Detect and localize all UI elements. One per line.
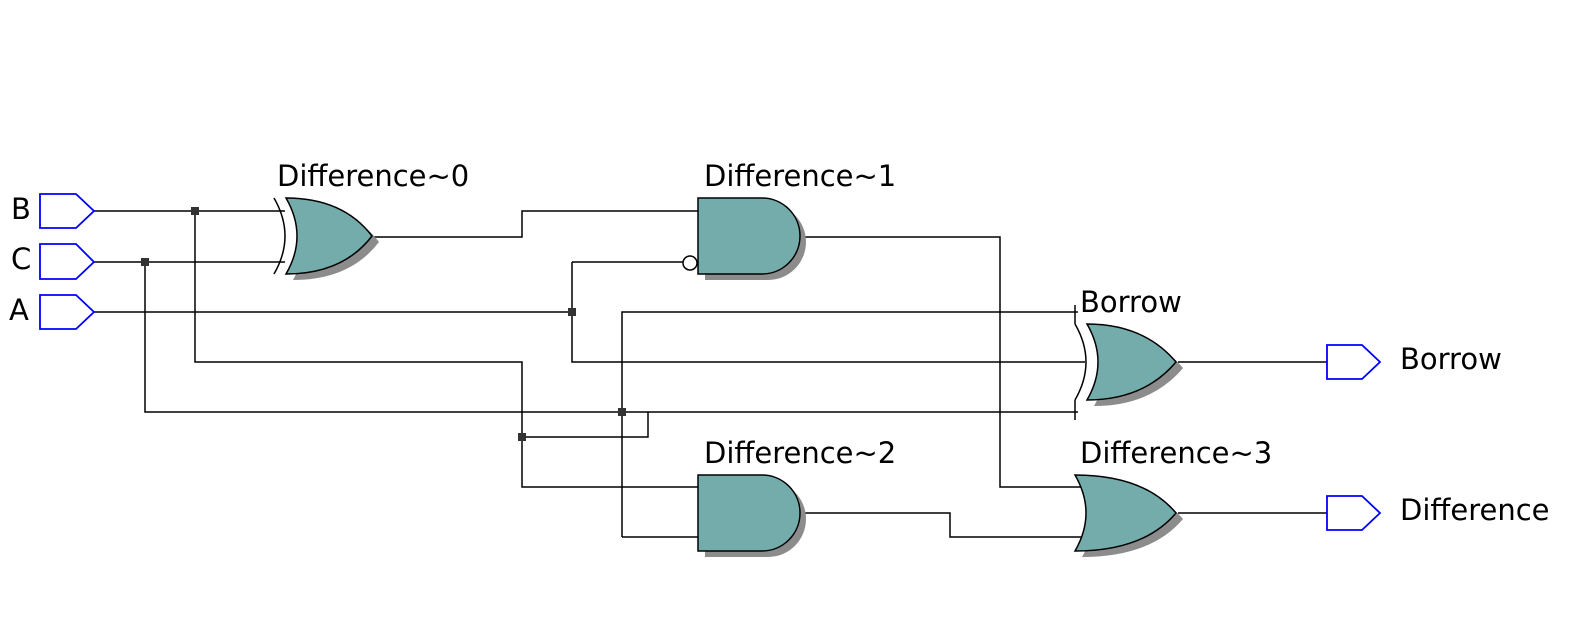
gate-difference-1: Difference~1 bbox=[682, 159, 896, 280]
input-port-icon bbox=[39, 294, 96, 330]
wire-diff0-out bbox=[373, 210, 700, 238]
inverted-input-bubble bbox=[682, 255, 698, 271]
junction-dot bbox=[618, 408, 626, 416]
wire-c-branch bbox=[144, 262, 1078, 413]
gate-label: Difference~3 bbox=[1080, 436, 1272, 470]
input-port-b: B bbox=[11, 192, 96, 229]
input-port-icon bbox=[39, 193, 96, 229]
and-gate-body bbox=[697, 474, 801, 552]
output-port-borrow: Borrow bbox=[1326, 342, 1502, 380]
input-port-c: C bbox=[11, 242, 96, 280]
xor-gate-back-curve bbox=[1074, 323, 1087, 401]
junction-dot bbox=[518, 433, 526, 441]
junction-dot bbox=[141, 258, 149, 266]
input-port-a: A bbox=[9, 293, 96, 330]
junction-dot bbox=[568, 308, 576, 316]
output-port-difference: Difference bbox=[1326, 493, 1550, 531]
wires bbox=[94, 210, 1327, 538]
input-port-icon bbox=[39, 243, 96, 280]
or-gate-body bbox=[1073, 474, 1177, 552]
gate-label: Difference~1 bbox=[704, 159, 896, 193]
output-port-icon bbox=[1326, 495, 1382, 531]
junctions bbox=[141, 207, 626, 441]
wire-diff1-out bbox=[800, 236, 1082, 488]
and-gate-body bbox=[697, 197, 801, 275]
wire-a-inv bbox=[571, 262, 1085, 363]
input-port-label: C bbox=[11, 242, 31, 276]
output-port-icon bbox=[1326, 344, 1382, 380]
xor-gate-body bbox=[284, 197, 373, 275]
gate-difference-2: Difference~2 bbox=[697, 436, 896, 557]
output-port-label: Difference bbox=[1400, 493, 1550, 527]
gate-label: Difference~2 bbox=[704, 436, 896, 470]
gate-label: Borrow bbox=[1080, 285, 1182, 319]
output-port-label: Borrow bbox=[1400, 342, 1502, 376]
gate-difference-3: Difference~3 bbox=[1073, 436, 1272, 557]
xor-gate-body bbox=[1085, 323, 1177, 401]
wire-b-to-borrow bbox=[522, 412, 649, 438]
wire-borrow-top bbox=[621, 311, 1078, 537]
gate-label: Difference~0 bbox=[277, 159, 469, 193]
wire-b-branch bbox=[194, 211, 700, 488]
gate-difference-0: Difference~0 bbox=[273, 159, 469, 280]
input-port-label: A bbox=[9, 293, 29, 327]
junction-dot bbox=[191, 207, 199, 215]
input-port-label: B bbox=[11, 192, 31, 226]
wire-diff2-out bbox=[800, 512, 1082, 538]
xor-gate-back-curve bbox=[273, 197, 286, 275]
gate-borrow: Borrow bbox=[1074, 285, 1183, 420]
